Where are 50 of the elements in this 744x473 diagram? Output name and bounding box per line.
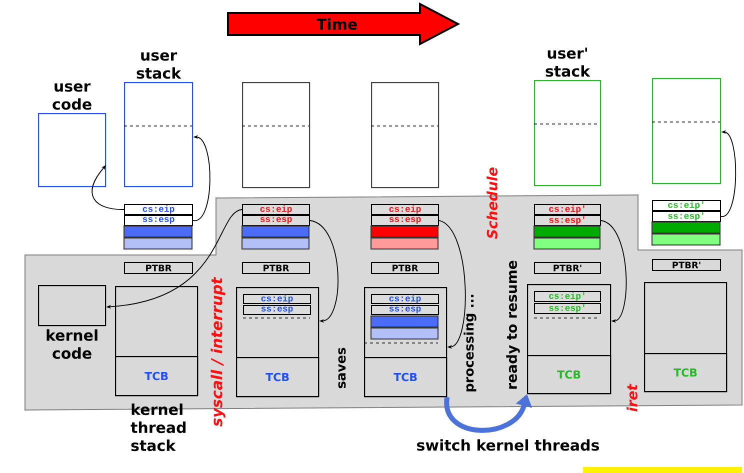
- stack-caption: kernel thread stack: [130, 404, 186, 452]
- register-box: ss:esp': [534, 303, 601, 314]
- arrow: [92, 165, 124, 210]
- register-box: ss:esp: [124, 215, 193, 226]
- register-box: cs:eip': [652, 200, 721, 211]
- register-box: ss:esp: [243, 305, 311, 315]
- tcb-box: TCB: [236, 357, 320, 398]
- tcb-box: TCB: [364, 357, 448, 398]
- register-box: ss:esp': [652, 211, 721, 222]
- register-box: cs:eip': [534, 291, 601, 302]
- memory-box: user stack: [124, 52, 194, 188]
- tcb-box: TCB: [644, 353, 728, 392]
- edge-label: switch kernel threads: [417, 439, 600, 451]
- node-label: user stack: [136, 52, 182, 79]
- tcb-box: TCB: [527, 355, 612, 394]
- annotation: syscall / interrupt: [210, 276, 226, 427]
- arrow: [438, 220, 466, 349]
- memory-box: user code: [38, 83, 106, 188]
- stack-box: [242, 82, 310, 188]
- register-box: cs:eip: [242, 204, 310, 215]
- annotation: ready to resume: [506, 260, 520, 389]
- annotation: Schedule: [486, 167, 498, 239]
- register-box: cs:eip: [124, 204, 193, 215]
- annotation: saves: [338, 348, 346, 388]
- register-box: cs:eip: [243, 294, 311, 304]
- register-box: cs:eip': [534, 204, 601, 215]
- register-box: ss:esp': [534, 215, 601, 226]
- register-box: PTBR': [652, 259, 721, 271]
- annotation: iret: [626, 384, 638, 412]
- arrow-label: Time: [316, 18, 357, 30]
- register-box: PTBR': [534, 262, 601, 274]
- node-label: user' stack: [546, 48, 590, 77]
- register-box: ss:esp: [242, 215, 310, 226]
- register-box: PTBR: [124, 262, 193, 274]
- stack-box: [370, 82, 440, 188]
- memory-box: user' stack: [534, 48, 602, 186]
- node-label: kernel code: [46, 329, 98, 359]
- arrow: [600, 220, 627, 323]
- register-box: PTBR: [371, 262, 439, 274]
- register-box: cs:eip: [371, 294, 439, 304]
- stack-box: [652, 78, 722, 184]
- annotation: processing ...: [464, 294, 476, 392]
- register-box: ss:esp: [371, 215, 439, 226]
- arrow: [310, 220, 338, 323]
- node-label: user code: [52, 83, 92, 110]
- register-box: cs:eip: [371, 204, 439, 215]
- memory-box: kernel code: [38, 285, 106, 359]
- register-box: ss:esp: [371, 305, 439, 315]
- tcb-box: TCB: [115, 356, 198, 396]
- register-box: PTBR: [242, 262, 310, 274]
